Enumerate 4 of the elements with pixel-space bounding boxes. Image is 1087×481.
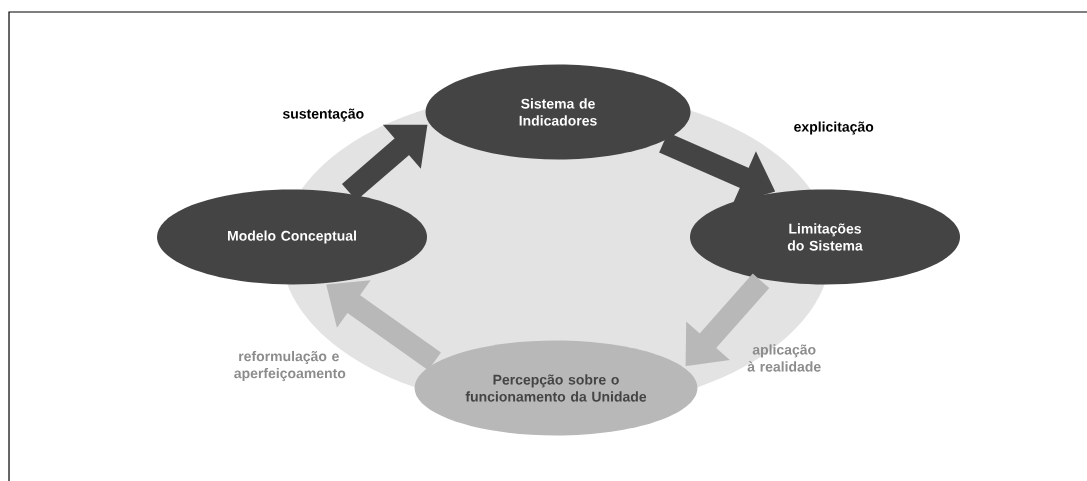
edge-label: sustentação <box>282 108 364 122</box>
edge-label: reformulação e aperfeiçoamento <box>234 350 346 381</box>
edge-label: explicitação <box>794 121 874 135</box>
edge-label: aplicação à realidade <box>747 344 821 372</box>
